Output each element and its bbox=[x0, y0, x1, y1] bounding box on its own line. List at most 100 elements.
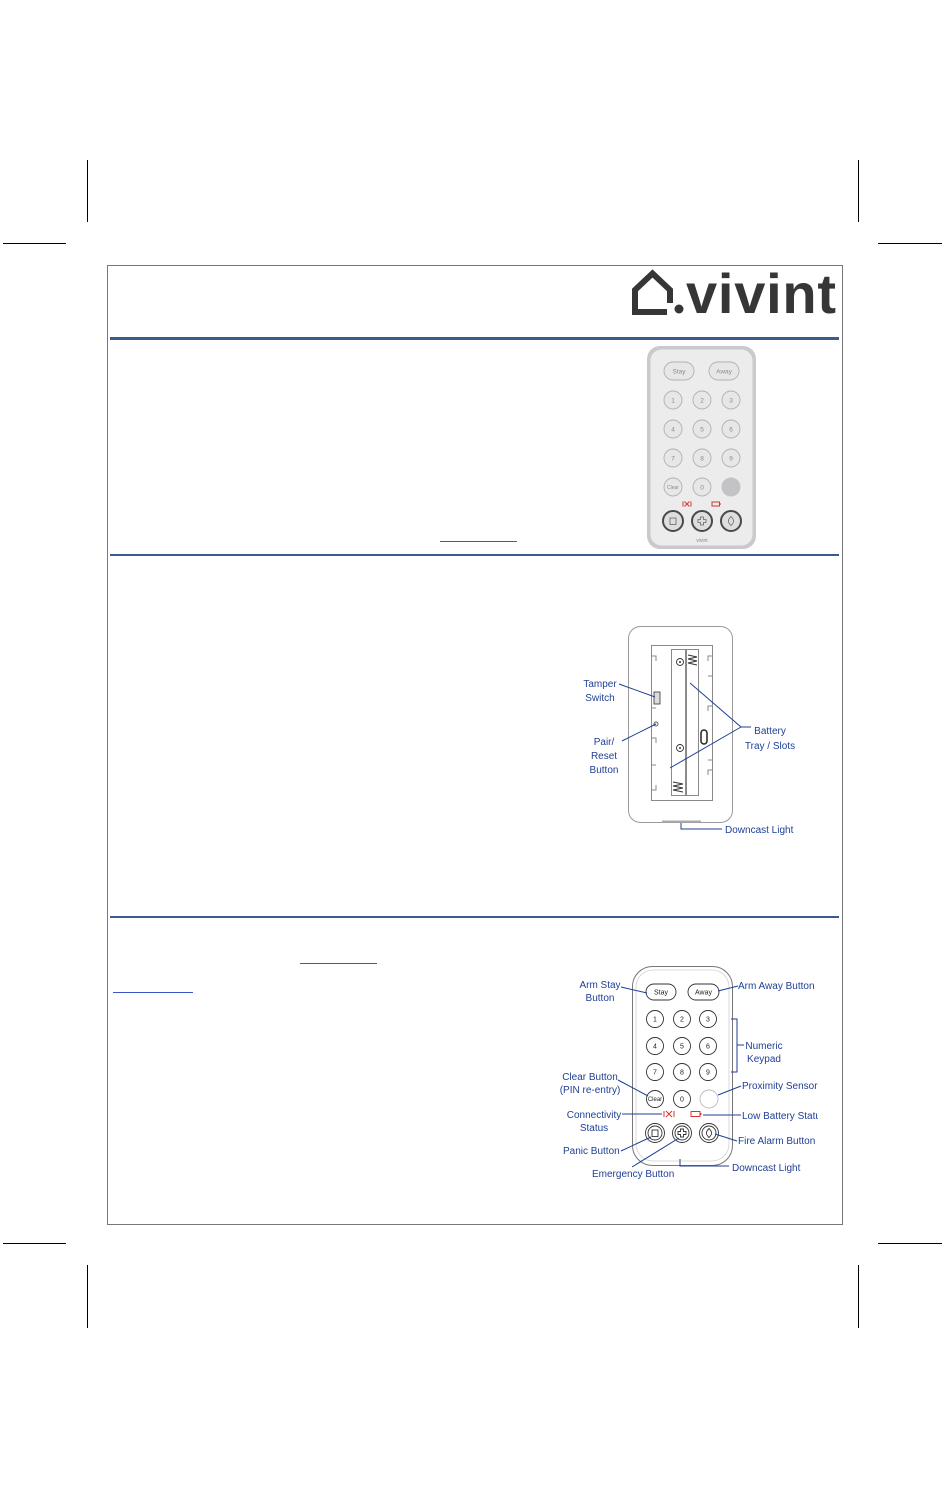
bottom-buttons bbox=[645, 1123, 719, 1143]
panic-button-ring bbox=[647, 1125, 663, 1141]
key-6-label: 6 bbox=[706, 1044, 710, 1051]
emergency-button-label: Emergency Button bbox=[592, 1169, 674, 1180]
section-rule-header bbox=[110, 337, 839, 340]
screw-marker-bottom bbox=[676, 744, 684, 752]
photo-key-3 bbox=[721, 390, 741, 410]
photo-panic-button bbox=[662, 510, 684, 532]
clear-button-label-line-1: Clear Button bbox=[562, 1072, 618, 1083]
fire-alarm-button-ring bbox=[701, 1125, 717, 1141]
photo-fire-button bbox=[720, 510, 742, 532]
pair-reset-leader bbox=[621, 723, 657, 742]
battery-icon-nub bbox=[700, 1113, 702, 1115]
battery-slot-right bbox=[686, 649, 699, 796]
photo-bottom-buttons bbox=[662, 510, 742, 532]
photo-numeric-keypad: 1 2 3 4 5 6 7 8 9 Clear 0 bbox=[663, 390, 741, 497]
photo-key-2-label: 2 bbox=[700, 397, 704, 404]
fire-alarm-button-label: Fire Alarm Button bbox=[738, 1136, 815, 1147]
photo-clear-key bbox=[663, 477, 683, 497]
photo-key-6-label: 6 bbox=[729, 426, 733, 433]
photo-panic-icon bbox=[669, 517, 677, 525]
battery-slot-left bbox=[671, 649, 686, 796]
clear-key-label: Clear bbox=[648, 1097, 662, 1103]
photo-clear-key-label: Clear bbox=[667, 485, 679, 491]
photo-brand-mark: vivint bbox=[696, 538, 708, 544]
pair-reset-label-line-1: Pair/ bbox=[594, 737, 615, 748]
photo-stay-button: Stay bbox=[663, 361, 695, 381]
device-back-outline bbox=[628, 626, 733, 823]
emergency-button-leader bbox=[631, 1137, 680, 1168]
key-6 bbox=[699, 1037, 717, 1055]
photo-key-7 bbox=[663, 448, 683, 468]
key-0 bbox=[673, 1090, 691, 1108]
key-7-label: 7 bbox=[653, 1070, 657, 1077]
pair-reset-label-line-3: Button bbox=[590, 765, 619, 776]
photo-key-8 bbox=[692, 448, 712, 468]
photo-key-2 bbox=[692, 390, 712, 410]
tamper-switch bbox=[653, 691, 661, 705]
downcast-light-leader bbox=[680, 823, 722, 830]
key-8-label: 8 bbox=[680, 1070, 684, 1077]
crop-marks bbox=[3, 160, 942, 1328]
arm-stay-leader bbox=[620, 986, 648, 994]
battery-spring-top bbox=[687, 654, 698, 666]
photo-key-7-label: 7 bbox=[671, 455, 675, 462]
photo-key-0-label: 0 bbox=[700, 484, 704, 491]
right-side-labels: Arm Away Button Proximity Sensor Low Bat… bbox=[738, 981, 818, 1147]
photo-key-5-label: 5 bbox=[700, 426, 704, 433]
photo-key-9 bbox=[721, 448, 741, 468]
key-1 bbox=[646, 1010, 664, 1028]
device-front-bevel bbox=[635, 969, 730, 1162]
photo-status-icons bbox=[682, 501, 721, 507]
battery-spring-bottom bbox=[672, 781, 684, 793]
battery-tray-leader-bottom bbox=[669, 726, 742, 769]
numeric-keypad-bracket bbox=[731, 1018, 744, 1073]
front-downcast-light-label: Downcast Light bbox=[732, 1163, 801, 1174]
logo-wordmark: vivint bbox=[686, 262, 836, 325]
arm-stay-key-label: Stay bbox=[654, 990, 669, 997]
arm-away-label: Arm Away Button bbox=[738, 981, 815, 992]
photo-key-1 bbox=[663, 390, 683, 410]
arm-stay-label-line-1: Arm Stay bbox=[579, 980, 620, 991]
front-downcast-light-leader bbox=[679, 1159, 729, 1167]
panic-icon bbox=[651, 1129, 659, 1137]
tamper-switch-label-line-1: Tamper bbox=[583, 679, 617, 690]
content-frame bbox=[107, 265, 843, 1225]
key-2-label: 2 bbox=[680, 1017, 684, 1024]
photo-proximity-sensor bbox=[721, 477, 741, 497]
back-downcast-light-label: Downcast Light bbox=[725, 825, 794, 836]
fire-alarm-leader bbox=[714, 1133, 738, 1142]
battery-tray-leader-top bbox=[689, 682, 742, 728]
logo-dot bbox=[674, 304, 684, 314]
photo-emergency-button bbox=[691, 510, 713, 532]
key-5-label: 5 bbox=[680, 1044, 684, 1051]
battery-tray-label-line-2: Tray / Slots bbox=[745, 741, 795, 752]
screw-marker-top bbox=[676, 658, 684, 666]
photo-key-1-label: 1 bbox=[671, 397, 675, 404]
photo-away-button: Away bbox=[708, 361, 740, 381]
section-rule-middle bbox=[110, 554, 839, 556]
clear-button-label-line-2: (PIN re-entry) bbox=[560, 1085, 621, 1096]
tamper-switch-leader bbox=[618, 683, 656, 698]
arm-away-button: Away bbox=[687, 983, 720, 1001]
back-diagram: Tamper Switch Pair/ Reset Button Battery… bbox=[583, 626, 795, 836]
tamper-switch-label-line-2: Switch bbox=[585, 693, 614, 704]
key-4-label: 4 bbox=[653, 1044, 657, 1051]
photo-key-4 bbox=[663, 419, 683, 439]
arm-stay-label-line-2: Button bbox=[586, 993, 615, 1004]
key-4 bbox=[646, 1037, 664, 1055]
house-icon bbox=[632, 269, 673, 315]
arm-away-pill bbox=[687, 983, 720, 1001]
medical-cross-icon bbox=[677, 1128, 687, 1138]
panic-button-leader bbox=[620, 1136, 652, 1152]
key-5 bbox=[673, 1037, 691, 1055]
photo-key-4-label: 4 bbox=[671, 426, 675, 433]
proximity-sensor bbox=[699, 1089, 719, 1109]
front-diagram: Stay Away 1 2 3 4 5 6 7 8 9 Clear bbox=[560, 966, 818, 1180]
photo-battery-nub bbox=[719, 503, 721, 505]
photo-key-0 bbox=[692, 477, 712, 497]
key-8 bbox=[673, 1063, 691, 1081]
photo-connectivity-icon bbox=[682, 501, 692, 507]
photo-flame-icon bbox=[728, 515, 734, 527]
photo-key-9-label: 9 bbox=[729, 455, 733, 462]
